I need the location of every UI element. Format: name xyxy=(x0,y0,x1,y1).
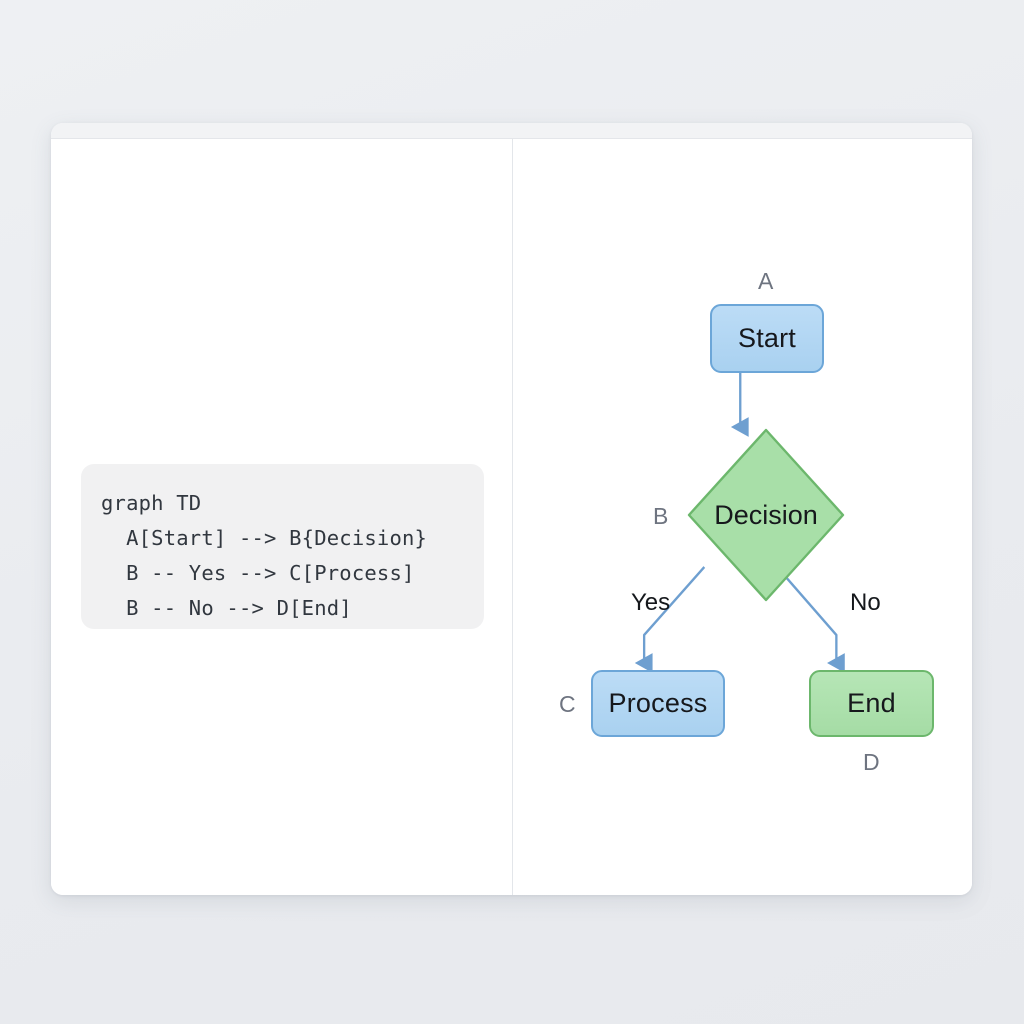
source-pane[interactable]: graph TD A[Start] --> B{Decision} B -- Y… xyxy=(51,139,512,895)
node-id-b: B xyxy=(653,503,669,529)
card-body: graph TD A[Start] --> B{Decision} B -- Y… xyxy=(51,139,972,895)
pane-divider xyxy=(512,139,513,895)
card-titlebar xyxy=(51,123,972,139)
edge-b-to-d xyxy=(776,566,845,673)
node-process[interactable]: Process xyxy=(591,670,725,737)
node-id-d: D xyxy=(863,749,880,775)
flowchart-edges xyxy=(634,373,845,673)
code-line-1: graph TD xyxy=(101,491,202,515)
node-id-c: C xyxy=(559,691,576,717)
mermaid-code-block[interactable]: graph TD A[Start] --> B{Decision} B -- Y… xyxy=(81,464,484,629)
node-start[interactable]: Start xyxy=(710,304,824,373)
node-start-label: Start xyxy=(737,323,797,353)
node-end-label: End xyxy=(847,688,896,718)
node-decision[interactable]: Decision xyxy=(686,427,846,603)
edge-label-no: No xyxy=(850,589,881,616)
edge-b-to-c xyxy=(634,566,706,673)
flowchart-diagram: Start A Decision B Yes No xyxy=(513,139,972,895)
edge-label-yes: Yes xyxy=(631,589,671,616)
node-end[interactable]: End xyxy=(809,670,934,737)
editor-card: graph TD A[Start] --> B{Decision} B -- Y… xyxy=(51,123,972,895)
node-id-a: A xyxy=(758,268,774,294)
code-line-4: B -- No --> D[End] xyxy=(101,596,352,620)
node-process-label: Process xyxy=(608,688,708,718)
code-line-3: B -- Yes --> C[Process] xyxy=(101,561,415,585)
preview-pane[interactable]: Start A Decision B Yes No xyxy=(513,139,972,895)
diamond-shape xyxy=(687,428,845,602)
code-line-2: A[Start] --> B{Decision} xyxy=(101,526,428,550)
